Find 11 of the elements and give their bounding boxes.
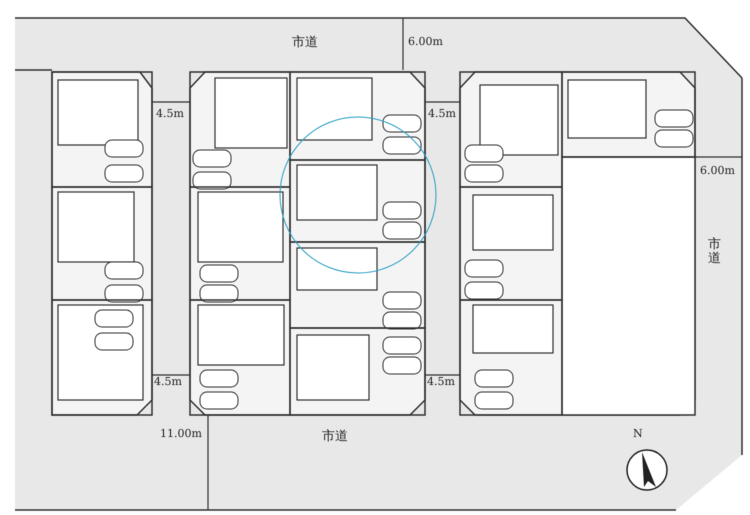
plan-label: 市道 xyxy=(292,36,318,50)
plan-label: 市道 xyxy=(708,238,721,267)
plan-label: 6.00m xyxy=(408,36,443,48)
plan-label: 4.5m xyxy=(427,376,455,388)
plan-label: 11.00m xyxy=(160,428,202,440)
north-label: N xyxy=(633,428,643,440)
plan-label: 4.5m xyxy=(156,108,184,120)
plan-label: 4.5m xyxy=(154,376,182,388)
plan-label: 6.00m xyxy=(700,165,735,178)
plan-label: 市道 xyxy=(322,430,348,444)
plan-label: 4.5m xyxy=(428,108,456,120)
